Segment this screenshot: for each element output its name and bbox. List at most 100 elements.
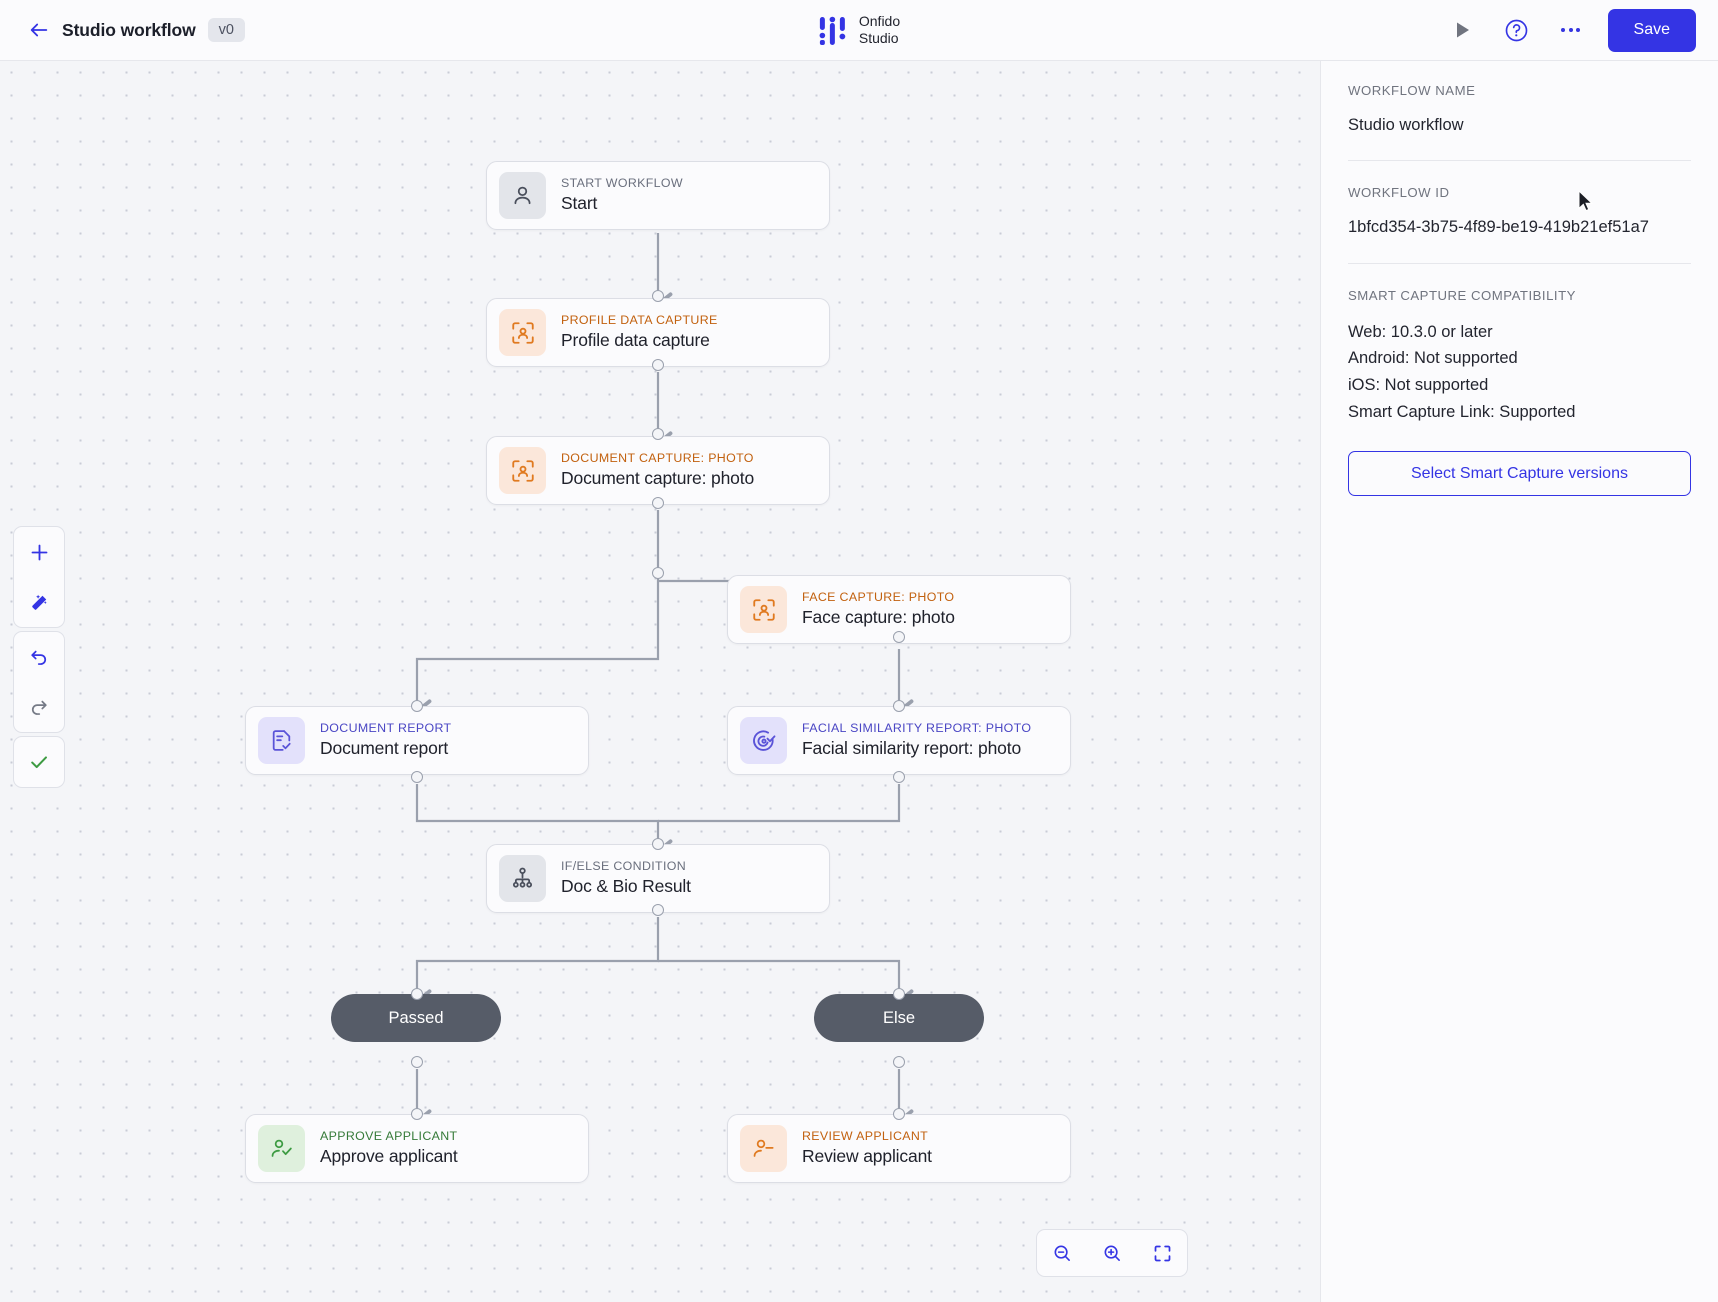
- auto-layout-button[interactable]: [14, 577, 64, 627]
- arrow-left-icon: [30, 23, 48, 37]
- question-circle-icon: [1505, 19, 1528, 41]
- zoom-out-button[interactable]: [1037, 1230, 1087, 1276]
- brand: Onfido Studio: [818, 13, 900, 47]
- smart-capture-compatibility-list: Web: 10.3.0 or later Android: Not suppor…: [1348, 319, 1691, 426]
- workflow-node-review-applicant[interactable]: REVIEW APPLICANT Review applicant: [727, 1114, 1071, 1183]
- node-category: APPROVE APPLICANT: [320, 1129, 458, 1144]
- redo-button[interactable]: [14, 682, 64, 732]
- face-id-check-icon: [740, 717, 787, 764]
- node-category: PROFILE DATA CAPTURE: [561, 313, 718, 328]
- node-title: Approve applicant: [320, 1145, 458, 1166]
- fit-to-screen-icon: [1154, 1245, 1170, 1261]
- undo-button[interactable]: [14, 632, 64, 682]
- save-button[interactable]: Save: [1607, 8, 1696, 52]
- node-category: FACIAL SIMILARITY REPORT: PHOTO: [802, 721, 1032, 736]
- workflow-details-panel: WORKFLOW NAME Studio workflow WORKFLOW I…: [1320, 61, 1718, 1302]
- workflow-canvas[interactable]: START WORKFLOW Start PROFILE DATA CAPTUR…: [0, 61, 1320, 1302]
- face-scan-icon: [499, 309, 546, 356]
- mouse-cursor: [1578, 190, 1594, 212]
- node-title: Doc & Bio Result: [561, 875, 691, 896]
- onfido-sliders-logo-icon: [819, 16, 846, 45]
- person-check-icon: [258, 1125, 305, 1172]
- face-scan-icon: [499, 447, 546, 494]
- branch-pill-label: Else: [882, 1008, 916, 1027]
- more-options-button[interactable]: [1554, 13, 1588, 47]
- node-port[interactable]: [893, 631, 905, 643]
- node-title: Document report: [320, 737, 449, 758]
- panel-divider: [1348, 262, 1691, 264]
- workflow-node-document-report[interactable]: DOCUMENT REPORT Document report: [245, 706, 589, 775]
- run-button[interactable]: [1446, 13, 1480, 47]
- node-category: FACE CAPTURE: PHOTO: [802, 590, 955, 605]
- canvas-tool-rail-validate: [13, 736, 65, 788]
- version-badge: v0: [207, 17, 245, 43]
- fit-to-screen-button[interactable]: [1137, 1230, 1187, 1276]
- node-title: Facial similarity report: photo: [802, 737, 1022, 758]
- node-category: DOCUMENT CAPTURE: PHOTO: [561, 451, 754, 466]
- person-icon: [499, 172, 546, 219]
- check-icon: [31, 756, 47, 769]
- compat-line: Android: Not supported: [1348, 349, 1518, 368]
- canvas-tool-rail-primary: [13, 526, 65, 628]
- node-port[interactable]: [411, 1108, 423, 1120]
- node-port[interactable]: [893, 1108, 905, 1120]
- node-port[interactable]: [893, 700, 905, 712]
- play-icon: [1456, 22, 1469, 38]
- node-title: Document capture: photo: [561, 467, 755, 488]
- canvas-tool-rail-history: [13, 631, 65, 733]
- workflow-node-start[interactable]: START WORKFLOW Start: [486, 161, 830, 230]
- branch-pill-label: Passed: [388, 1008, 444, 1027]
- add-node-button[interactable]: [14, 527, 64, 577]
- back-button[interactable]: [22, 13, 56, 47]
- magnifier-plus-icon: [1104, 1245, 1120, 1261]
- node-port[interactable]: [411, 700, 423, 712]
- node-port[interactable]: [652, 428, 664, 440]
- select-smart-capture-versions-button[interactable]: Select Smart Capture versions: [1348, 451, 1691, 497]
- node-port[interactable]: [411, 1056, 423, 1068]
- node-port[interactable]: [893, 771, 905, 783]
- node-category: START WORKFLOW: [561, 176, 683, 191]
- node-port[interactable]: [652, 359, 664, 371]
- branch-pill-else[interactable]: Else: [814, 994, 984, 1042]
- node-title: Review applicant: [802, 1145, 932, 1166]
- panel-divider: [1348, 160, 1691, 162]
- node-port[interactable]: [893, 988, 905, 1000]
- node-category: IF/ELSE CONDITION: [561, 859, 687, 874]
- node-title: Start: [561, 192, 598, 213]
- node-port[interactable]: [411, 988, 423, 1000]
- node-port[interactable]: [652, 290, 664, 302]
- node-title: Face capture: photo: [802, 606, 955, 627]
- branch-pill-passed[interactable]: Passed: [331, 994, 501, 1042]
- zoom-controls: [1036, 1229, 1188, 1277]
- page-title: Studio workflow: [62, 19, 196, 40]
- node-port[interactable]: [411, 771, 423, 783]
- workflow-name-value: Studio workflow: [1348, 116, 1464, 134]
- top-bar-actions: Save: [1446, 8, 1696, 52]
- node-port[interactable]: [652, 838, 664, 850]
- brand-name: Onfido Studio: [858, 12, 901, 46]
- workflow-name-label: WORKFLOW NAME: [1348, 83, 1476, 98]
- help-button[interactable]: [1500, 13, 1534, 47]
- node-port[interactable]: [652, 497, 664, 509]
- edge-connectors: [415, 233, 914, 1133]
- node-port[interactable]: [652, 904, 664, 916]
- workflow-node-facial-similarity-report-photo[interactable]: FACIAL SIMILARITY REPORT: PHOTO Facial s…: [727, 706, 1071, 775]
- validate-button[interactable]: [14, 737, 64, 787]
- compat-line: iOS: Not supported: [1348, 375, 1489, 394]
- workflow-node-if-else-condition[interactable]: IF/ELSE CONDITION Doc & Bio Result: [486, 844, 830, 913]
- ellipsis-icon: [1561, 28, 1581, 32]
- magnifier-minus-icon: [1054, 1245, 1070, 1261]
- workflow-node-profile-data-capture[interactable]: PROFILE DATA CAPTURE Profile data captur…: [486, 298, 830, 367]
- document-check-icon: [258, 717, 305, 764]
- zoom-in-button[interactable]: [1087, 1230, 1137, 1276]
- workflow-id-label: WORKFLOW ID: [1348, 185, 1450, 201]
- node-port[interactable]: [893, 1056, 905, 1068]
- workflow-node-approve-applicant[interactable]: APPROVE APPLICANT Approve applicant: [245, 1114, 589, 1183]
- redo-arrow-icon: [31, 700, 47, 715]
- workflow-id-value: 1bfcd354-3b75-4f89-be19-419b21ef51a7: [1348, 218, 1649, 237]
- compat-line: Smart Capture Link: Supported: [1348, 402, 1576, 421]
- workflow-node-document-capture-photo[interactable]: DOCUMENT CAPTURE: PHOTO Document capture…: [486, 436, 830, 505]
- compat-line: Web: 10.3.0 or later: [1348, 322, 1493, 341]
- node-port[interactable]: [652, 567, 664, 579]
- smart-capture-compatibility-label: SMART CAPTURE COMPATIBILITY: [1348, 287, 1576, 303]
